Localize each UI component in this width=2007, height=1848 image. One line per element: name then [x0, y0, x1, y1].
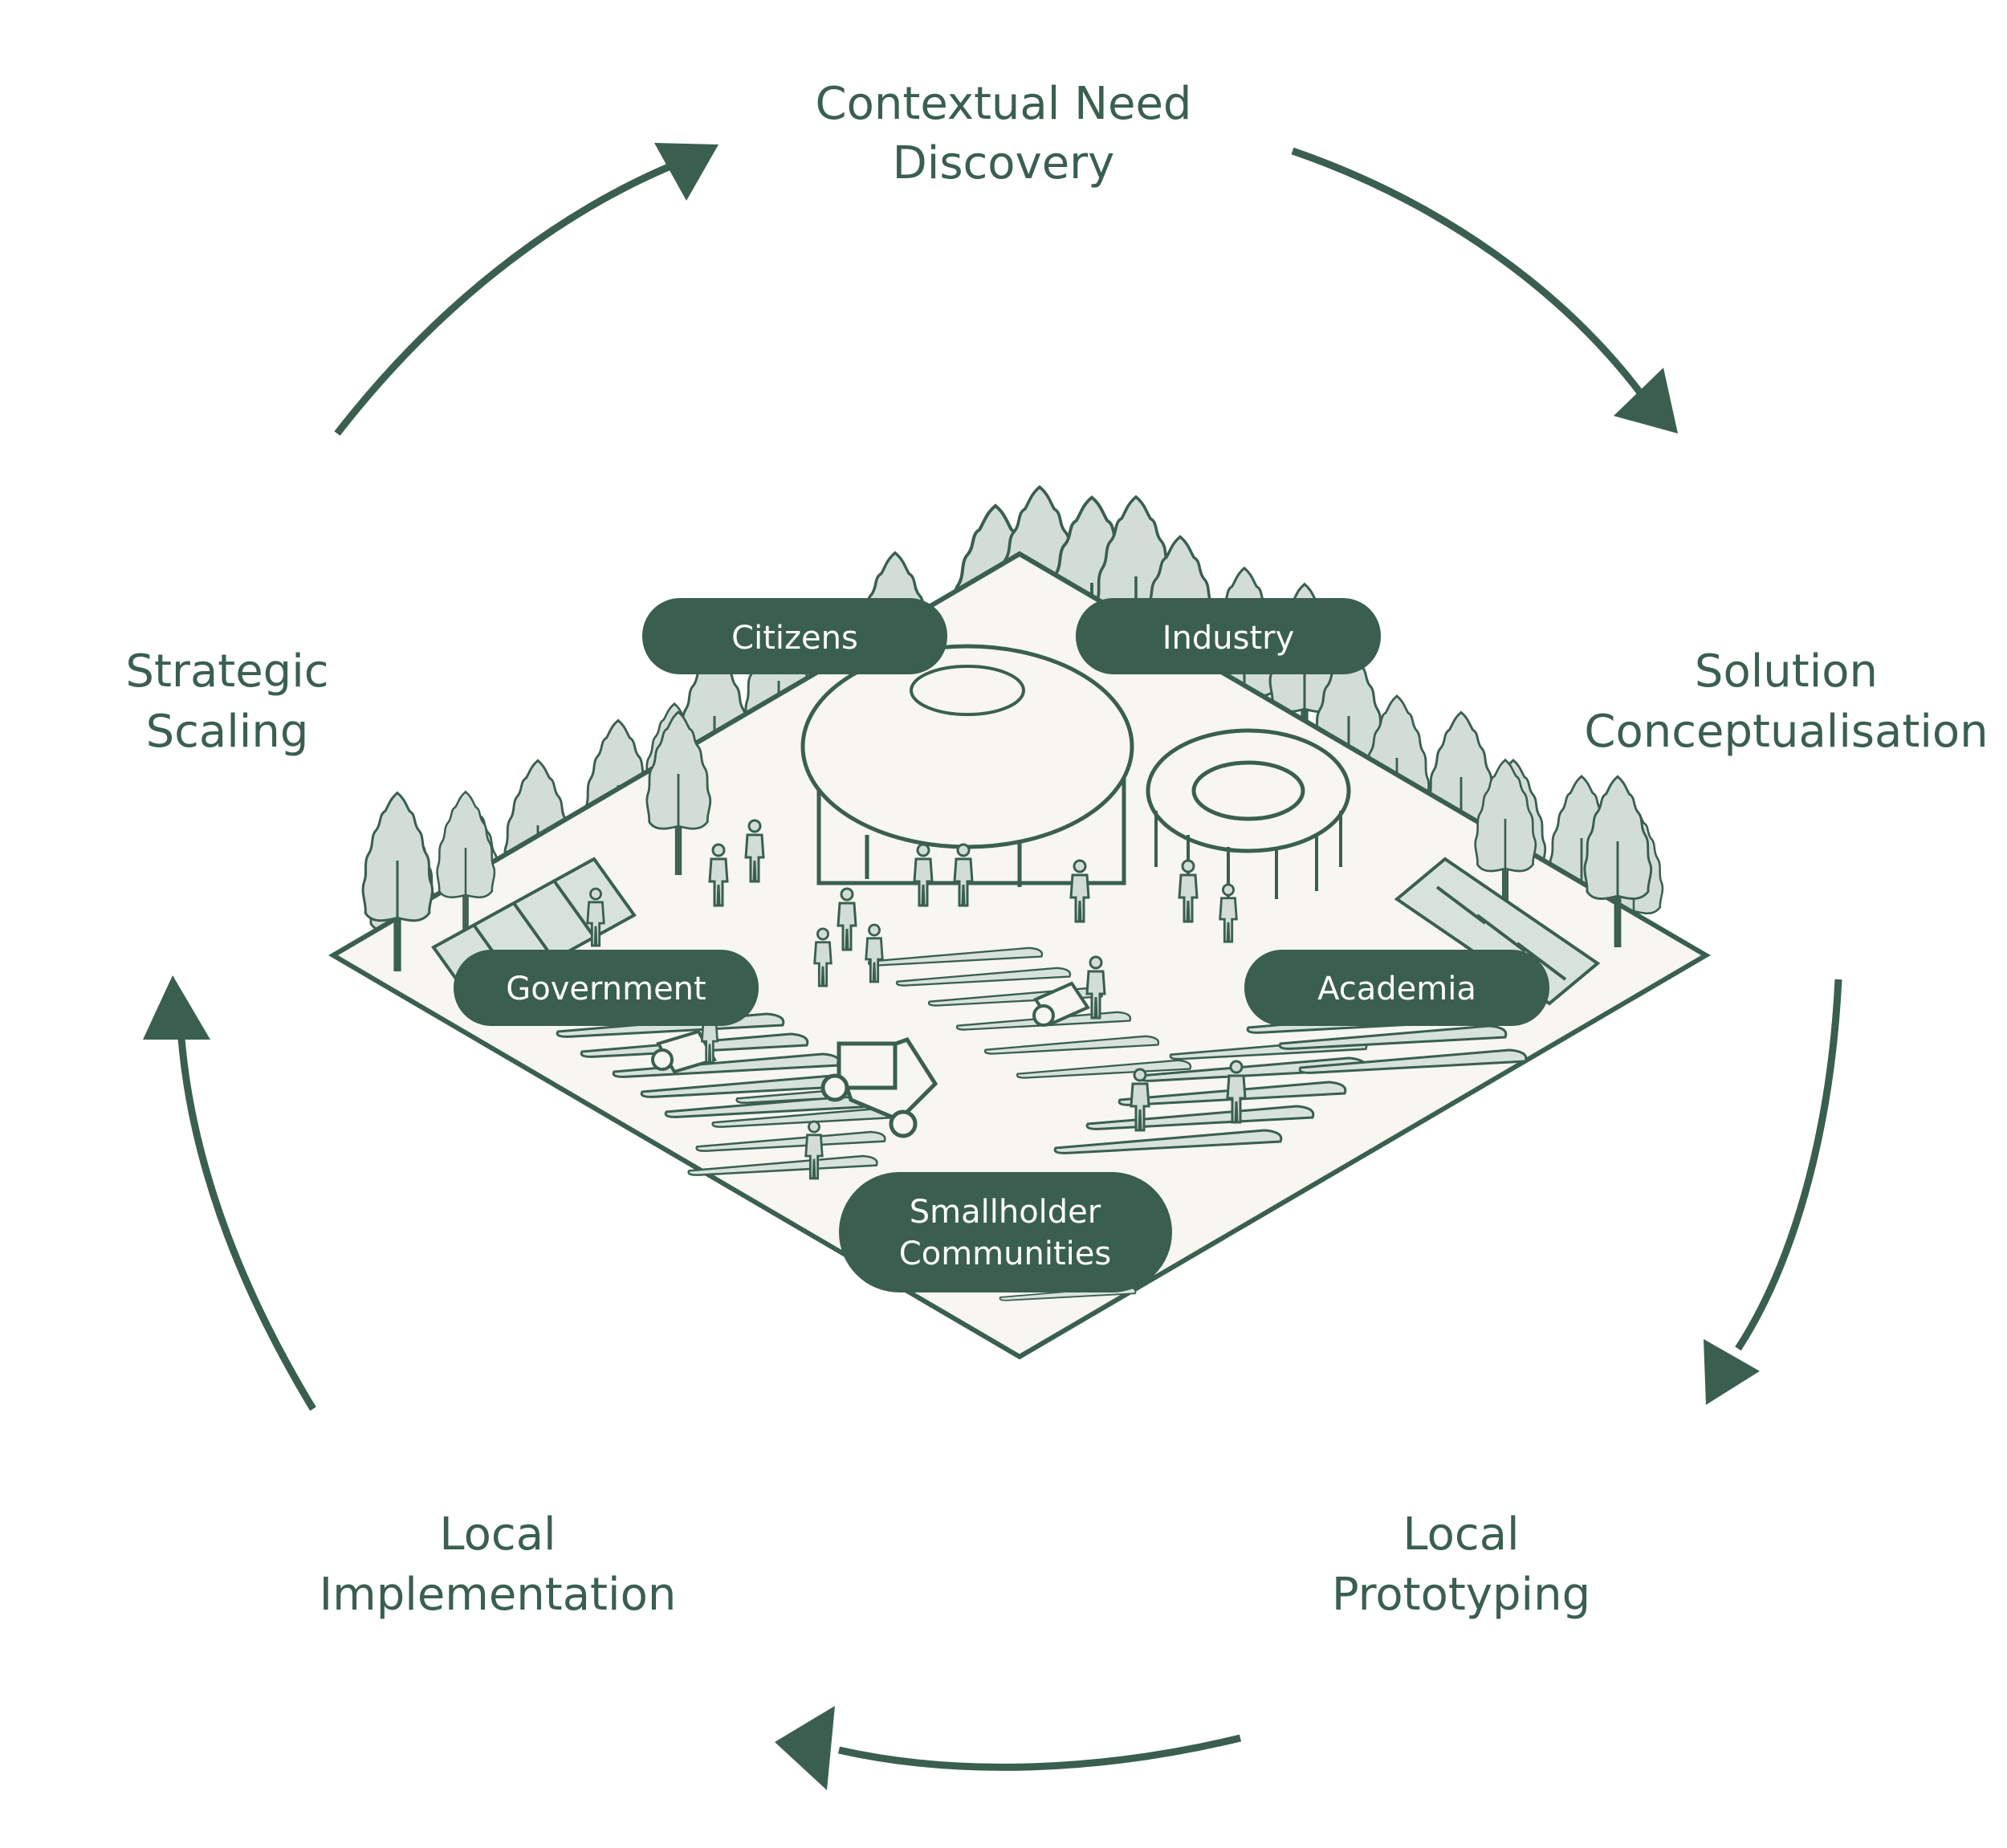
- svg-text:Conceptualisation: Conceptualisation: [1584, 706, 1988, 758]
- arrowhead-5-icon: [654, 143, 719, 201]
- svg-text:Implementation: Implementation: [320, 1569, 677, 1621]
- stage-label-prototyping: Local Prototyping: [1332, 1508, 1590, 1621]
- svg-text:Academia: Academia: [1317, 971, 1476, 1007]
- stage-label-implementation: Local Implementation: [320, 1508, 677, 1621]
- svg-text:Government: Government: [506, 971, 706, 1007]
- svg-text:Prototyping: Prototyping: [1332, 1569, 1590, 1621]
- tractor-icon: [820, 1036, 938, 1138]
- tractor-icon: [1032, 981, 1090, 1027]
- svg-text:Communities: Communities: [899, 1235, 1111, 1272]
- stakeholder-pill-government: Government: [454, 950, 759, 1026]
- svg-text:Discovery: Discovery: [893, 137, 1115, 189]
- arrow-scaling-to-discovery: [334, 153, 696, 436]
- svg-text:Smallholder: Smallholder: [910, 1194, 1101, 1231]
- arrow-prototyping-to-implementation: [838, 1734, 1242, 1771]
- svg-text:Scaling: Scaling: [146, 706, 309, 758]
- svg-text:Local: Local: [439, 1508, 556, 1561]
- arrowhead-1-icon: [1614, 368, 1678, 434]
- stakeholder-pill-citizens: Citizens: [642, 598, 947, 674]
- svg-text:Solution: Solution: [1695, 645, 1878, 698]
- arrowhead-4-icon: [143, 975, 210, 1040]
- arrow-discovery-to-conceptualisation: [1291, 147, 1653, 408]
- arrow-implementation-to-scaling: [177, 1027, 316, 1411]
- stakeholder-pill-industry: Industry: [1076, 598, 1381, 674]
- stakeholder-pill-academia: Academia: [1244, 950, 1549, 1026]
- stage-label-discovery: Contextual Need Discovery: [816, 78, 1192, 189]
- cycle-arrows: [177, 147, 1842, 1771]
- stakeholder-pill-smallholder: Smallholder Communities: [839, 1172, 1172, 1292]
- svg-text:Citizens: Citizens: [731, 620, 858, 657]
- arrowhead-2-icon: [1704, 1339, 1760, 1405]
- ring-pavilion: [1146, 728, 1351, 903]
- arrow-conceptualisation-to-prototyping: [1735, 979, 1842, 1351]
- stage-label-scaling: Strategic Scaling: [125, 645, 328, 758]
- svg-text:Contextual Need: Contextual Need: [816, 78, 1192, 130]
- stage-label-conceptualisation: Solution Conceptualisation: [1584, 645, 1988, 758]
- svg-text:Local: Local: [1402, 1508, 1519, 1561]
- arrowhead-3-icon: [775, 1706, 835, 1790]
- tractor-icon: [651, 1029, 717, 1074]
- svg-text:Strategic: Strategic: [125, 645, 328, 698]
- cycle-arrowheads: [143, 143, 1760, 1790]
- svg-text:Industry: Industry: [1162, 620, 1295, 657]
